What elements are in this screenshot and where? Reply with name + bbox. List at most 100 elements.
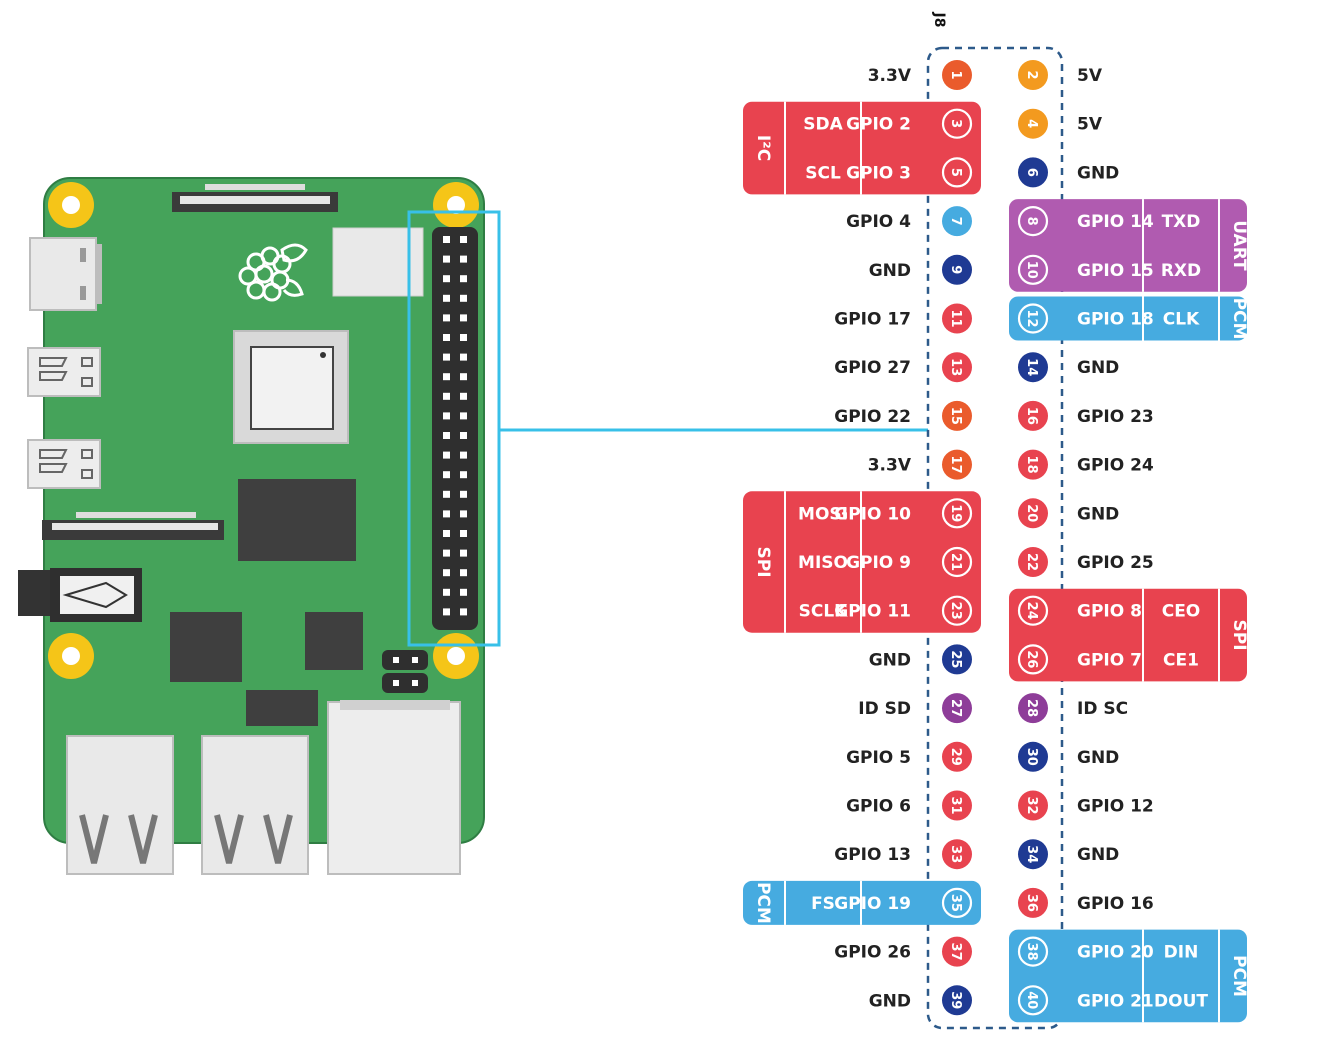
pin-label: GPIO 16 (1077, 894, 1154, 914)
pin-label: GPIO 3 (846, 163, 911, 183)
group-function-label: FS (811, 894, 835, 914)
pin-number: 35 (948, 894, 963, 912)
usb-port (201, 735, 309, 875)
pin-3: 3 GPIO 2 (846, 108, 973, 139)
pin-24: 24 GPIO 8 (1017, 595, 1142, 626)
group-function-label: DIN (1164, 943, 1199, 963)
header-pin-dot (443, 373, 450, 381)
pin-circle (941, 546, 973, 578)
pin-number: 37 (948, 943, 963, 961)
ram-chip (238, 479, 356, 561)
pin-circle (941, 887, 973, 919)
pin-circle (941, 108, 973, 139)
pin-number: 11 (948, 309, 963, 327)
pin-label: 5V (1077, 115, 1103, 135)
header-pin-dot (460, 373, 467, 381)
pin-label: ID SC (1077, 699, 1128, 719)
group-function-label: SDA (803, 115, 843, 135)
pin-label: GND (1077, 748, 1119, 768)
pin-circle (941, 498, 973, 529)
header-pin-dot (460, 412, 467, 420)
pin-circle (942, 693, 972, 724)
poe-header (382, 650, 428, 693)
pin-circle (942, 985, 972, 1016)
pin-label: GPIO 19 (834, 894, 911, 914)
pin-30: 30 GND (1018, 741, 1119, 772)
raspberry-logo-icon (238, 243, 308, 302)
pin-label: GPIO 15 (1077, 261, 1154, 281)
pin-circle (1018, 352, 1048, 383)
header-pin-dot (443, 275, 450, 283)
pin-circle (941, 157, 973, 188)
pin-circle (942, 644, 972, 675)
pin-number: 25 (948, 650, 963, 668)
pin-number: 14 (1024, 358, 1039, 376)
header-pin-dot (443, 294, 450, 302)
pin-label: GPIO 11 (834, 602, 911, 622)
display-connector (172, 184, 338, 212)
pin-label: GPIO 23 (1077, 407, 1154, 427)
pin-circle (1018, 108, 1048, 139)
pin-37: 37 GPIO 26 (834, 936, 972, 967)
header-pin-dot (443, 608, 450, 616)
header-pin-dot (460, 471, 467, 479)
pin-label: ID SD (858, 699, 911, 719)
pin-16: 16 GPIO 23 (1018, 400, 1154, 431)
pin-number: 6 (1024, 168, 1039, 177)
pin-label: 3.3V (868, 66, 912, 86)
pin-number: 21 (948, 553, 963, 571)
header-pin-dot (460, 588, 467, 596)
pin-number: 27 (948, 699, 963, 717)
group-title: PCM (1229, 955, 1249, 997)
pin-circle (1018, 449, 1048, 480)
mounting-hole-icon (433, 633, 479, 679)
group-box (1009, 929, 1247, 1023)
pin-label: GPIO 2 (846, 115, 911, 135)
pin-number: 16 (1024, 407, 1039, 425)
pin-label: GPIO 17 (834, 310, 911, 330)
pin-circle (1018, 60, 1048, 90)
pin-number: 30 (1024, 748, 1039, 766)
pin-label: GPIO 8 (1077, 602, 1142, 622)
pin-circle (942, 303, 972, 334)
camera-connector (42, 512, 224, 540)
group-function-label: SCL (805, 163, 841, 183)
pin-label: GPIO 26 (834, 943, 911, 963)
pin-circle (942, 936, 972, 967)
header-pin-dot (443, 471, 450, 479)
header-pin-dot (460, 392, 467, 400)
group-function-label: MOSI (798, 504, 848, 524)
pin-number: 8 (1024, 217, 1039, 226)
header-pin-dot (443, 569, 450, 577)
group-function-label: MISO (798, 553, 848, 573)
pin-label: GPIO 20 (1077, 943, 1154, 963)
pin-number: 24 (1024, 602, 1039, 620)
ethernet-chip (305, 612, 363, 670)
pin-number: 15 (948, 407, 963, 425)
pin-number: 3 (948, 119, 963, 128)
group-box (1009, 296, 1247, 341)
pin-number: 29 (948, 748, 963, 766)
header-pin-dot (443, 510, 450, 518)
raspberry-pi-board (18, 177, 485, 875)
group-title: UART (1229, 220, 1249, 271)
pin-circle (1017, 254, 1049, 285)
pin-circle (942, 400, 972, 431)
pin-label: GPIO 21 (1077, 991, 1154, 1011)
pin-circle (942, 254, 972, 285)
pin-number: 26 (1024, 650, 1039, 668)
pin-number: 36 (1024, 894, 1039, 912)
